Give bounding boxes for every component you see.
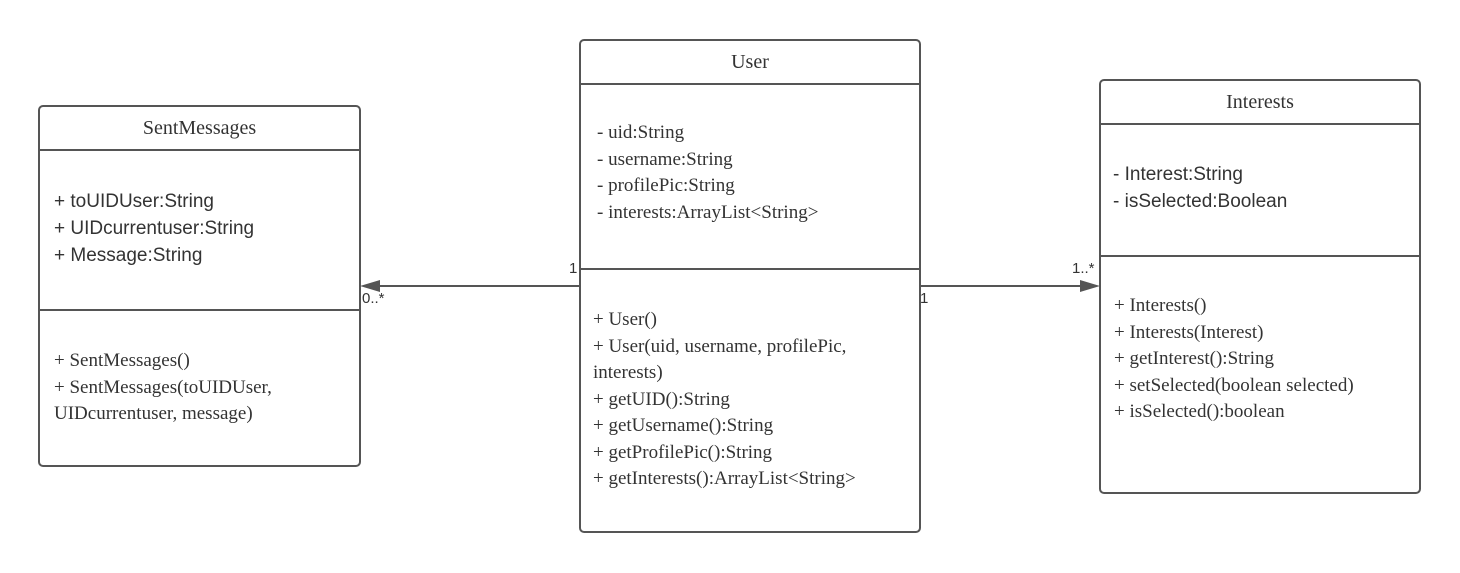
method: + SentMessages() xyxy=(54,350,190,371)
method: + getUID():String xyxy=(593,388,730,410)
attribute: - uid:String xyxy=(597,122,685,143)
attribute: + UIDcurrentuser:String xyxy=(54,218,255,239)
method: + getProfilePic():String xyxy=(593,441,773,463)
method: + Interests() xyxy=(1114,295,1207,316)
method: + isSelected():boolean xyxy=(1114,401,1285,422)
method: + Interests(Interest) xyxy=(1114,321,1264,343)
method: + getUsername():String xyxy=(593,415,774,436)
attribute: + Message:String xyxy=(54,245,203,266)
method: + User() xyxy=(593,309,657,330)
attribute: - isSelected:Boolean xyxy=(1113,191,1288,212)
class-name: Interests xyxy=(1226,90,1294,113)
class-sentmessages-attributes: + toUIDUser:String + UIDcurrentuser:Stri… xyxy=(40,151,359,311)
arrowhead-sentmessages xyxy=(360,280,380,292)
method: + SentMessages(toUIDUser, xyxy=(54,376,272,398)
attribute: - profilePic:String xyxy=(597,175,735,196)
attribute: + toUIDUser:String xyxy=(54,191,214,212)
attribute: - interests:ArrayList<String> xyxy=(597,201,819,223)
class-user-methods: + User() + User(uid, username, profilePi… xyxy=(581,270,919,493)
class-interests[interactable]: Interests - Interest:String - isSelected… xyxy=(1099,79,1421,494)
class-user-title: User xyxy=(581,41,919,85)
multiplicity-interests-side: 1..* xyxy=(1072,260,1095,277)
class-interests-methods: + Interests() + Interests(Interest) + ge… xyxy=(1101,257,1419,426)
class-sentmessages-title: SentMessages xyxy=(40,107,359,151)
arrowhead-interests xyxy=(1080,280,1100,292)
class-name: User xyxy=(731,50,769,73)
method: interests) xyxy=(593,362,663,383)
class-interests-attributes: - Interest:String - isSelected:Boolean xyxy=(1101,125,1419,257)
class-user[interactable]: User - uid:String - username:String - pr… xyxy=(579,39,921,533)
method: + User(uid, username, profilePic, xyxy=(593,335,847,357)
attribute: - Interest:String xyxy=(1113,164,1243,185)
class-interests-title: Interests xyxy=(1101,81,1419,125)
multiplicity-user-side-sentmessages: 1 xyxy=(569,260,578,277)
class-sentmessages-methods: + SentMessages() + SentMessages(toUIDUse… xyxy=(40,311,359,428)
class-sentmessages[interactable]: SentMessages + toUIDUser:String + UIDcur… xyxy=(38,105,361,467)
class-user-attributes: - uid:String - username:String - profile… xyxy=(581,85,919,270)
method: + getInterests():ArrayList<String> xyxy=(593,468,856,489)
class-name: SentMessages xyxy=(142,116,257,139)
method: + setSelected(boolean selected) xyxy=(1114,374,1354,396)
multiplicity-user-side-interests: 1 xyxy=(920,290,929,307)
method: UIDcurrentuser, message) xyxy=(54,403,253,424)
method: + getInterest():String xyxy=(1114,348,1275,369)
multiplicity-sentmessages-side: 0..* xyxy=(362,290,385,307)
attribute: - username:String xyxy=(597,148,733,170)
